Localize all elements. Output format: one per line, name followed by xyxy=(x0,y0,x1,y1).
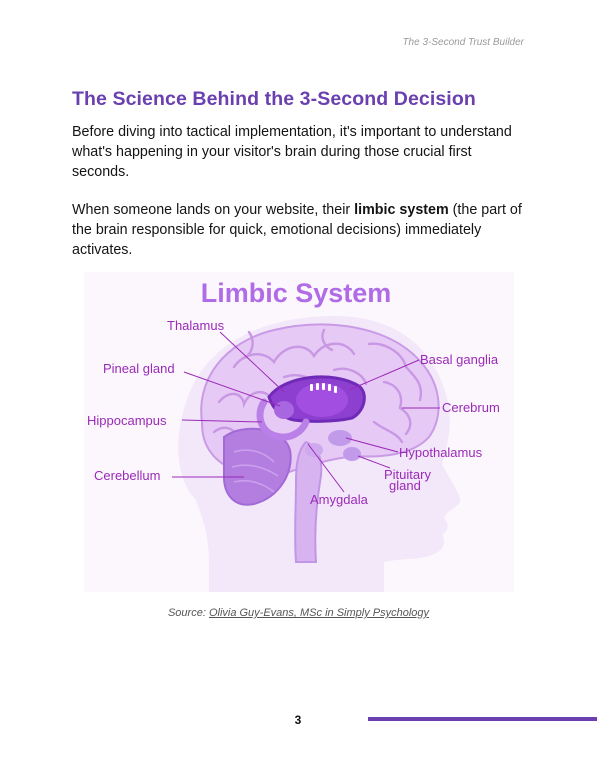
hippocampus-shape xyxy=(256,398,310,441)
label-hypothalamus: Hypothalamus xyxy=(399,445,483,460)
pineal-gland-shape xyxy=(274,401,294,419)
label-cerebrum: Cerebrum xyxy=(442,400,500,415)
label-hippocampus: Hippocampus xyxy=(87,413,167,428)
figure-caption: Source: Olivia Guy-Evans, MSc in Simply … xyxy=(0,607,597,619)
label-amygdala: Amygdala xyxy=(310,492,369,507)
pituitary-gland-shape xyxy=(343,447,361,461)
label-cerebellum: Cerebellum xyxy=(94,468,160,483)
footer-accent-bar xyxy=(368,717,597,721)
cerebellum-folds xyxy=(231,449,279,493)
brainstem-shape xyxy=(294,440,323,563)
caption-prefix: Source: xyxy=(167,607,209,619)
limbic-system-diagram: Limbic System Thalamus Pineal gland Hipp… xyxy=(84,272,514,592)
paragraph-limbic: When someone lands on your website, thei… xyxy=(72,200,532,260)
label-pineal-gland: Pineal gland xyxy=(103,361,175,376)
limbic-system-emphasis: limbic system xyxy=(354,202,449,218)
brain-folds xyxy=(212,328,423,444)
amygdala-shape xyxy=(305,443,323,457)
caption-source-link[interactable]: Olivia Guy-Evans, MSc in Simply Psycholo… xyxy=(208,607,430,619)
label-pituitary-line1: Pituitary xyxy=(384,467,431,482)
label-thalamus: Thalamus xyxy=(167,318,225,333)
label-pituitary-line2: gland xyxy=(389,478,421,493)
paragraph-intro: Before diving into tactical implementati… xyxy=(72,124,512,180)
paragraph-limbic-text-end: (the part of the brain responsible for q… xyxy=(72,202,522,258)
limbic-system-illustration: Limbic System Thalamus Pineal gland Hipp… xyxy=(84,272,514,592)
running-header: The 3-Second Trust Builder xyxy=(402,37,524,48)
basal-ganglia-dots xyxy=(310,383,337,393)
page-number: 3 xyxy=(294,713,302,727)
diagram-title: Limbic System xyxy=(201,278,392,308)
section-title: The Science Behind the 3-Second Decision xyxy=(72,88,476,110)
label-basal-ganglia: Basal ganglia xyxy=(420,352,499,367)
paragraph-limbic-text-start: When someone lands on your website, thei… xyxy=(72,202,355,218)
hypothalamus-shape xyxy=(328,430,352,446)
label-leader-lines xyxy=(172,331,440,493)
